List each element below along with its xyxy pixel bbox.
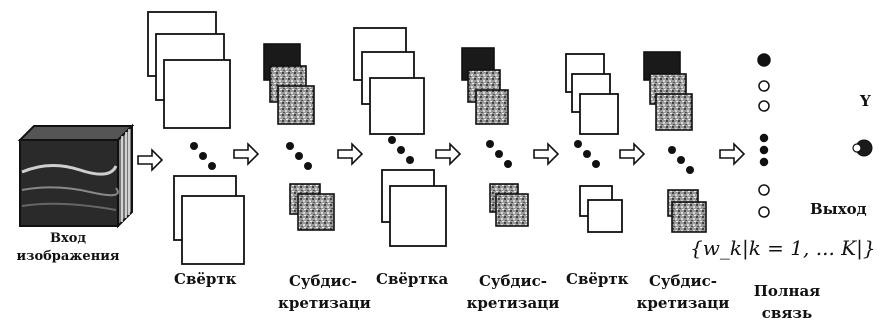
fully-connected-neurons [757,53,771,218]
arrow-2 [233,142,260,166]
arrow-5 [533,142,560,166]
subsampling2-label-line1: Субдис- [478,272,548,290]
conv3-feature-maps [565,53,623,233]
arrow-6 [619,142,646,166]
conv1-ellipsis-dots [190,142,216,170]
conv2-ellipsis-dots [388,136,414,164]
conv3-label: Свёртк [566,270,629,288]
arrow-7 [719,142,746,166]
conv3-ellipsis-dots [574,140,600,168]
conv2-label: Свёртка [376,270,449,288]
fully-connected-label-line1: Полная [753,282,821,300]
weights-formula: {w_k|k = 1, ... K|} [690,236,876,260]
output-y-label: Y [860,92,871,110]
input-image-cube [17,123,135,229]
subsampling3-label-line1: Субдис- [648,272,718,290]
conv2-feature-maps [353,27,447,247]
fully-connected-label: Полная связь [744,280,830,324]
input-label-line2: изображения [16,249,120,264]
fully-connected-label-line2: связь [761,304,813,322]
conv1-feature-maps [147,11,245,265]
subsampling3-label: Субдис- кретизаци [636,270,730,314]
subsampling2-label-line2: кретизаци [466,294,560,312]
arrow-3 [337,142,364,166]
output-neuron [852,139,873,157]
arrow-4 [435,142,462,166]
subsampling3-feature-maps [643,51,707,233]
subsampling2-label: Субдис- кретизаци [466,270,560,314]
subsampling1-feature-maps [263,43,335,231]
subsampling1-ellipsis-dots [286,142,312,170]
conv1-label: Свёртк [174,270,237,288]
input-image-label: Вход изображения [2,230,134,266]
arrow-1 [137,148,164,172]
subsampling1-label-line2: кретизаци [278,294,371,312]
subsampling3-ellipsis-dots [668,146,694,174]
subsampling1-label-line1: Субдис- [288,272,358,290]
subsampling2-feature-maps [461,47,529,227]
input-label-line1: Вход [49,231,87,246]
output-label: Выход [810,200,867,218]
subsampling3-label-line2: кретизаци [636,294,730,312]
subsampling1-label: Субдис- кретизаци [278,270,371,314]
arrows [137,142,746,172]
subsampling2-ellipsis-dots [486,140,512,168]
